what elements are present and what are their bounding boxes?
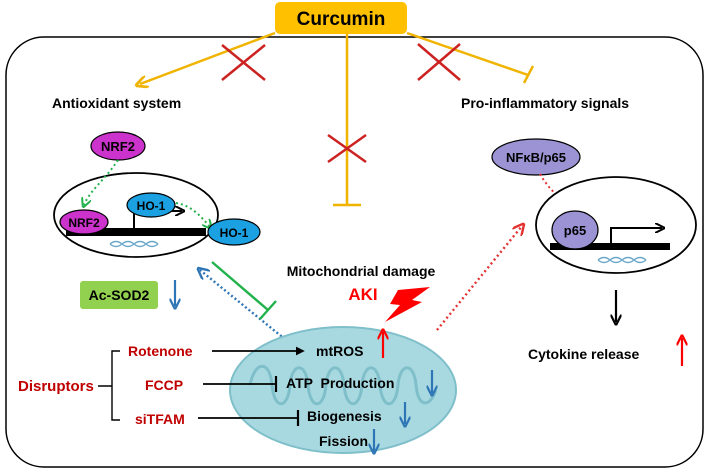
p65-nucleus: [551, 210, 599, 250]
aki-label: AKI: [348, 285, 377, 304]
ac-sod2-label: Ac-SOD2: [89, 287, 150, 303]
rotenone-label: Rotenone: [128, 343, 193, 359]
dna-strand-left: [66, 228, 206, 236]
curcumin-box: [275, 2, 407, 34]
curcumin-to-inflammatory-line: [406, 31, 529, 77]
nrf2-nucleus-label: NRF2: [68, 216, 100, 230]
biogenesis-label: Biogenesis: [307, 408, 382, 424]
ho1-inhibit-mito-line: [211, 261, 269, 311]
inflammatory-title: Pro-inflammatory signals: [461, 95, 629, 111]
nfkb-label: NFκB/p65: [506, 150, 566, 165]
ho1-export-arrow: [175, 202, 210, 227]
ho1-protein-label: HO-1: [220, 226, 249, 240]
disruptors-label: Disruptors: [18, 378, 94, 395]
dna-helix-icon-right: [597, 256, 647, 264]
transcription-arrow-right: [610, 228, 662, 243]
fission-label: Fission: [319, 433, 368, 449]
ho1-inhibit-mito-bar: [259, 300, 277, 320]
disruptors-bracket: [98, 350, 120, 421]
curcumin-to-inflammatory-bar: [522, 65, 535, 84]
cross-icon-left: [221, 44, 266, 81]
cytokine-label: Cytokine release: [528, 346, 639, 362]
nfkb-cytoplasm: [491, 138, 581, 176]
nrf2-translocation-arrow: [84, 159, 119, 205]
ho1-gene-label: HO-1: [137, 199, 166, 213]
p65-label: p65: [564, 223, 586, 238]
fccp-label: FCCP: [145, 377, 183, 393]
sitfam-label: siTFAM: [135, 411, 185, 427]
nrf2-cytoplasm-label: NRF2: [101, 139, 135, 154]
curcumin-to-antioxidant-arrow: [140, 31, 276, 84]
mito-to-antioxidant-dotted-arrow: [200, 270, 293, 346]
dna-strand-right: [550, 243, 670, 250]
antioxidant-title: Antioxidant system: [52, 95, 181, 111]
ho1-gene: [126, 192, 176, 218]
lightning-icon: [385, 287, 430, 322]
atp-label: ATP Production: [286, 375, 394, 391]
mito-to-inflammatory-dotted-arrow: [436, 226, 522, 331]
ac-sod2-box: [80, 281, 158, 309]
mito-damage-title: Mitochondrial damage: [287, 263, 436, 279]
mtros-label: mtROS: [316, 343, 363, 359]
cross-icon-center: [327, 133, 367, 164]
curcumin-label: Curcumin: [297, 9, 386, 30]
ho1-protein: [207, 218, 261, 246]
dna-helix-icon-left: [109, 240, 159, 248]
nrf2-nucleus: [59, 209, 109, 235]
cross-icon-right: [417, 43, 461, 81]
